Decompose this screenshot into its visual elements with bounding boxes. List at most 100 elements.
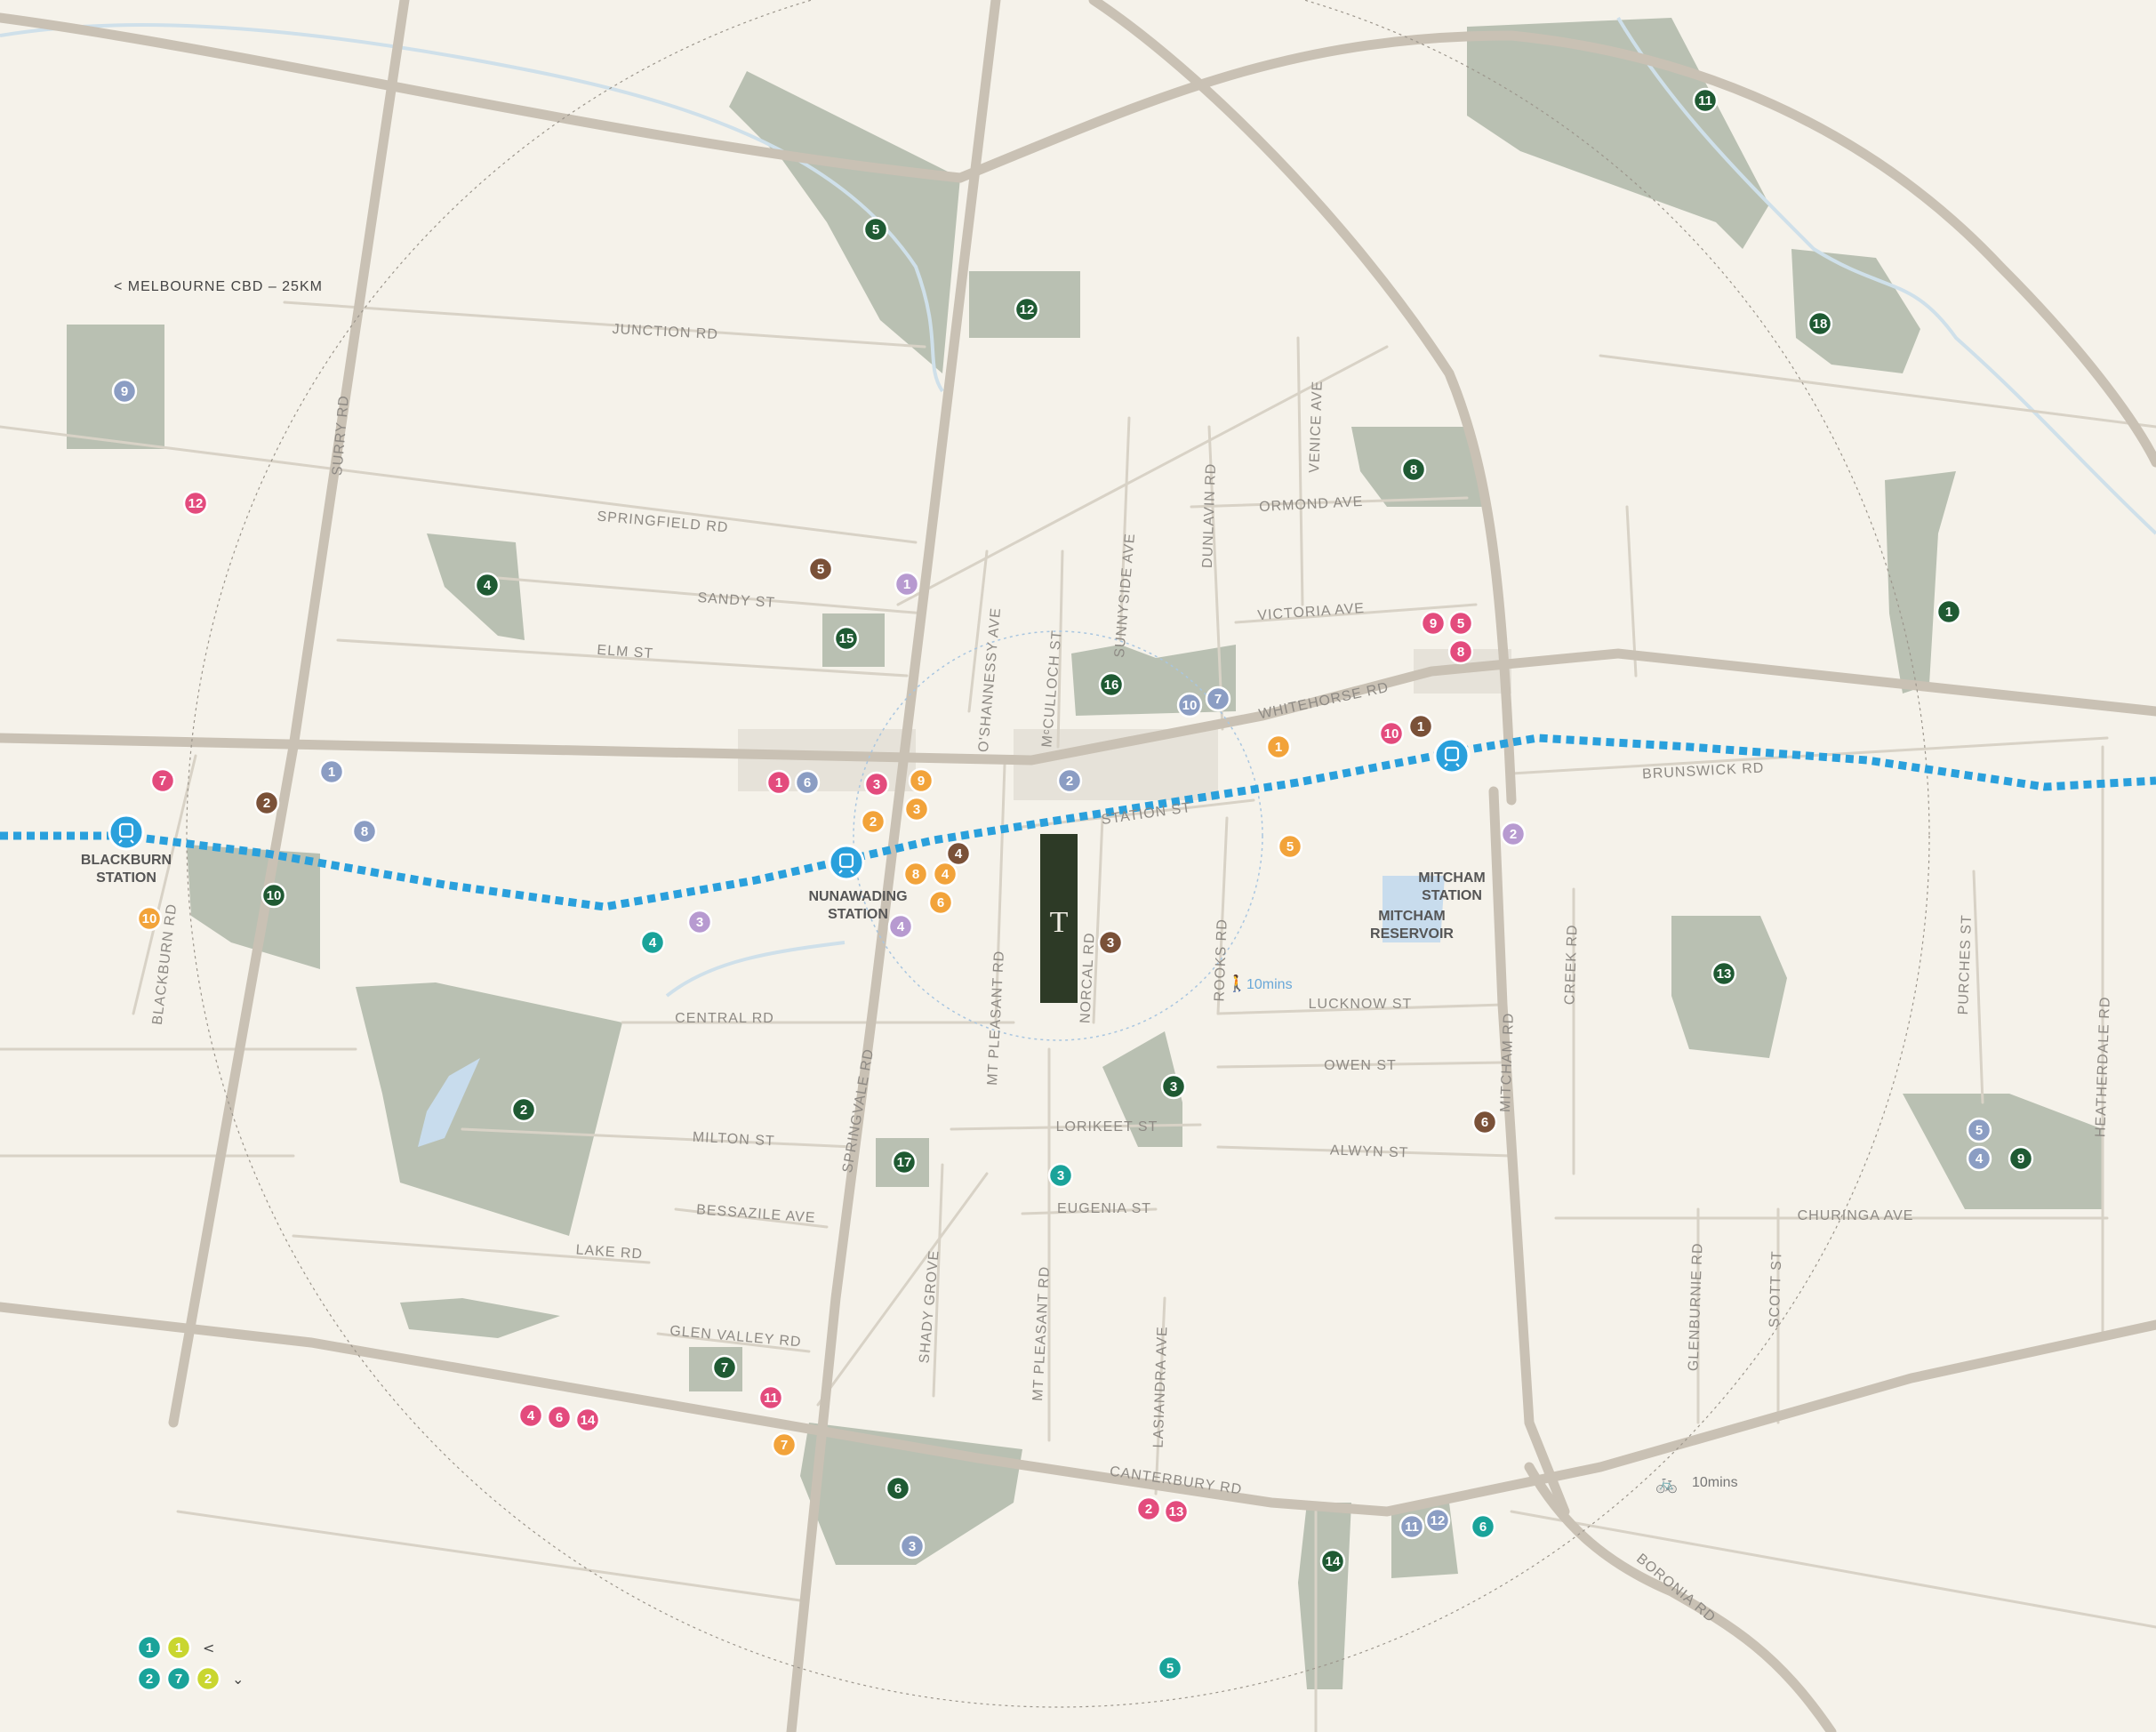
poi-marker[interactable]: 3 [686, 909, 713, 935]
chevron-down-icon[interactable]: ⌄ [232, 1671, 244, 1688]
legend-marker[interactable]: 1 [165, 1634, 192, 1661]
road-label: SANDY ST [697, 590, 776, 611]
poi-marker[interactable]: 1 [318, 758, 345, 785]
poi-marker[interactable]: 5 [862, 216, 889, 243]
poi-marker-number: 11 [764, 1391, 778, 1406]
road-norcal [1092, 816, 1104, 1024]
station-icons[interactable] [108, 737, 1471, 881]
poi-marker[interactable]: 12 [1424, 1507, 1451, 1534]
poi-marker[interactable]: 13 [1163, 1498, 1190, 1525]
road-label: LASIANDRA AVE [1151, 1326, 1171, 1448]
poi-marker[interactable]: 9 [2008, 1145, 2034, 1172]
road-purches [1972, 870, 1984, 1104]
road-eugenia [1021, 1207, 1158, 1215]
park-10 [187, 845, 320, 969]
poi-marker[interactable]: 7 [771, 1431, 797, 1458]
poi-marker[interactable]: 3 [1047, 1162, 1074, 1189]
railway-line [0, 734, 2156, 911]
poi-marker[interactable]: 10 [1176, 692, 1203, 718]
train-station-icon[interactable] [828, 844, 865, 881]
poi-marker[interactable]: 16 [1098, 671, 1125, 698]
legend-marker[interactable]: 7 [165, 1665, 192, 1692]
poi-marker[interactable]: 11 [1399, 1513, 1425, 1540]
poi-marker[interactable]: 1 [1265, 734, 1292, 760]
legend-marker[interactable]: 2 [136, 1665, 163, 1692]
poi-marker[interactable]: 4 [639, 929, 666, 956]
park-5 [729, 71, 960, 373]
poi-marker[interactable]: 5 [1277, 833, 1303, 860]
road-canterbury [0, 1302, 2156, 1517]
poi-marker[interactable]: 5 [807, 556, 834, 582]
poi-marker[interactable]: 10 [136, 905, 163, 932]
poi-marker[interactable]: 12 [1014, 296, 1040, 323]
poi-marker[interactable]: 8 [902, 861, 929, 887]
poi-marker[interactable]: 2 [860, 808, 886, 835]
poi-marker[interactable]: 3 [903, 796, 930, 822]
road-bessazile [674, 1207, 829, 1229]
road-label: LORIKEET ST [1056, 1119, 1158, 1135]
poi-marker[interactable]: 8 [1400, 456, 1427, 483]
train-station-icon[interactable] [1433, 737, 1471, 774]
poi-marker[interactable]: 11 [757, 1384, 784, 1411]
poi-marker[interactable]: 15 [833, 625, 860, 652]
poi-marker[interactable]: 11 [1692, 87, 1719, 114]
poi-marker[interactable]: 8 [1447, 638, 1474, 665]
poi-marker[interactable]: 12 [182, 490, 209, 517]
poi-marker[interactable]: 3 [863, 771, 890, 798]
poi-marker[interactable]: 9 [1420, 610, 1447, 637]
poi-marker[interactable]: 4 [1966, 1145, 1992, 1172]
poi-marker[interactable]: 14 [574, 1407, 601, 1433]
poi-marker[interactable]: 14 [1319, 1548, 1346, 1575]
poi-marker[interactable]: 1 [1936, 598, 1962, 625]
poi-marker[interactable]: 5 [1447, 610, 1474, 637]
poi-marker[interactable]: 9 [111, 378, 138, 405]
poi-marker[interactable]: 9 [908, 767, 934, 794]
legend-marker[interactable]: 1 [136, 1634, 163, 1661]
poi-marker[interactable]: 2 [1135, 1495, 1162, 1522]
poi-marker-number: 1 [1945, 605, 1952, 620]
poi-marker[interactable]: 6 [885, 1475, 911, 1502]
poi-marker[interactable]: 18 [1807, 310, 1833, 337]
road-springfield [0, 425, 918, 544]
train-station-icon[interactable] [108, 814, 145, 851]
legend-marker[interactable]: 2 [195, 1665, 221, 1692]
poi-marker[interactable]: 10 [260, 882, 287, 909]
poi-marker[interactable]: 6 [1471, 1109, 1498, 1135]
poi-marker[interactable]: 1 [894, 571, 920, 597]
poi-marker[interactable]: 8 [351, 818, 378, 845]
poi-marker[interactable]: 4 [945, 840, 972, 867]
poi-marker[interactable]: 5 [1966, 1117, 1992, 1143]
poi-marker[interactable]: 6 [927, 889, 954, 916]
poi-marker[interactable]: 2 [1056, 767, 1083, 794]
poi-marker[interactable]: 4 [517, 1402, 544, 1429]
poi-marker[interactable]: 2 [253, 790, 280, 816]
poi-marker[interactable]: 13 [1711, 960, 1737, 987]
poi-marker[interactable]: 7 [711, 1354, 738, 1381]
poi-marker[interactable]: 6 [546, 1404, 573, 1431]
poi-marker[interactable]: 1 [1407, 713, 1434, 740]
poi-marker[interactable]: 2 [1500, 821, 1527, 847]
chevron-left-icon[interactable]: < [203, 1640, 214, 1656]
poi-marker[interactable]: 6 [794, 769, 821, 796]
poi-marker[interactable]: 5 [1157, 1655, 1183, 1681]
poi-marker[interactable]: 4 [474, 572, 501, 598]
poi-marker[interactable]: 3 [1097, 929, 1124, 956]
poi-marker[interactable]: 3 [899, 1533, 926, 1560]
poi-marker[interactable]: 6 [1470, 1513, 1496, 1540]
poi-marker[interactable]: 4 [932, 861, 958, 887]
road-milton [461, 1127, 855, 1149]
poi-marker-number: 5 [872, 222, 879, 237]
poi-marker-number: 6 [894, 1481, 902, 1496]
road-ringwood [1088, 0, 1517, 806]
poi-marker[interactable]: 17 [891, 1149, 918, 1175]
poi-marker[interactable]: 3 [1160, 1073, 1187, 1100]
poi-marker-number: 1 [1417, 719, 1424, 734]
poi-marker[interactable]: 7 [149, 767, 176, 794]
poi-marker[interactable]: 7 [1205, 686, 1231, 712]
poi-marker[interactable]: 2 [510, 1096, 537, 1123]
poi-marker[interactable]: 10 [1378, 720, 1405, 747]
poi-marker[interactable]: 4 [887, 913, 914, 940]
poi-marker[interactable]: 1 [765, 769, 792, 796]
